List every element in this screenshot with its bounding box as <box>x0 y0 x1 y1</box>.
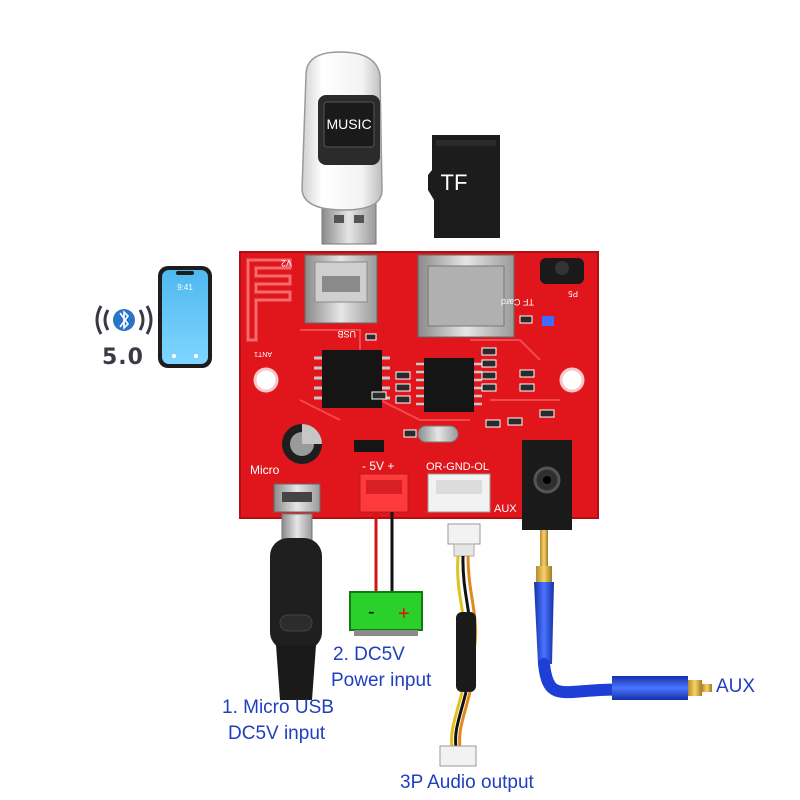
power-wires <box>374 512 394 592</box>
phone-time: 9:41 <box>177 283 193 292</box>
mounting-hole <box>253 367 279 393</box>
label-aux: AUX <box>716 676 756 697</box>
status-led <box>542 316 554 326</box>
electrolytic-capacitor <box>282 424 322 464</box>
bluetooth-version: 5.0 <box>102 345 144 370</box>
tf-card-label: TF <box>441 170 468 195</box>
mounting-hole <box>559 367 585 393</box>
micro-usb-port <box>273 483 321 513</box>
silkscreen-audio-out: OR-GND-OL <box>426 461 489 473</box>
bluetooth-icon <box>95 305 153 335</box>
silkscreen-usb: USB <box>337 329 356 339</box>
label-micro-usb-line2: DC5V input <box>228 723 326 744</box>
crystal-oscillator <box>417 425 459 443</box>
label-micro-usb-line1: 1. Micro USB <box>222 697 334 718</box>
micro-usb-cable <box>270 513 322 700</box>
battery-plus: + <box>398 603 410 625</box>
label-dc5v-line1: 2. DC5V <box>333 644 405 665</box>
silkscreen-power: - 5V + <box>362 459 394 473</box>
label-audio-output: 3P Audio output <box>400 772 534 793</box>
usb-a-port <box>304 254 378 324</box>
label-dc5v-line2: Power input <box>331 670 432 691</box>
ir-receiver <box>540 258 584 284</box>
antenna-trace <box>246 258 292 342</box>
battery-icon: - + <box>349 591 423 636</box>
silkscreen-micro: Micro <box>250 463 280 477</box>
audio-output-cable <box>439 523 481 767</box>
usb-flash-drive: MUSIC <box>301 51 383 245</box>
smartphone: 9:41 <box>158 266 212 368</box>
silkscreen-v2: V2 <box>281 258 292 268</box>
ic-chip <box>416 358 482 412</box>
silkscreen-aux: AUX <box>494 503 517 515</box>
smd-components <box>365 315 555 438</box>
silkscreen-p5: P5 <box>568 289 578 298</box>
tf-card: TF <box>428 135 500 238</box>
diode <box>354 440 384 452</box>
aux-cable <box>534 530 712 700</box>
pcb-board: USB TF Card V2 P5 ANT1 Micro - 5V + OR-G… <box>239 251 599 530</box>
tf-card-slot <box>417 254 515 338</box>
silkscreen-tf-card: TF Card <box>501 297 534 307</box>
usb-stick-label: MUSIC <box>326 116 371 132</box>
silkscreen-ant: ANT1 <box>254 350 272 357</box>
aux-jack <box>522 440 572 530</box>
battery-minus: - <box>368 601 375 623</box>
